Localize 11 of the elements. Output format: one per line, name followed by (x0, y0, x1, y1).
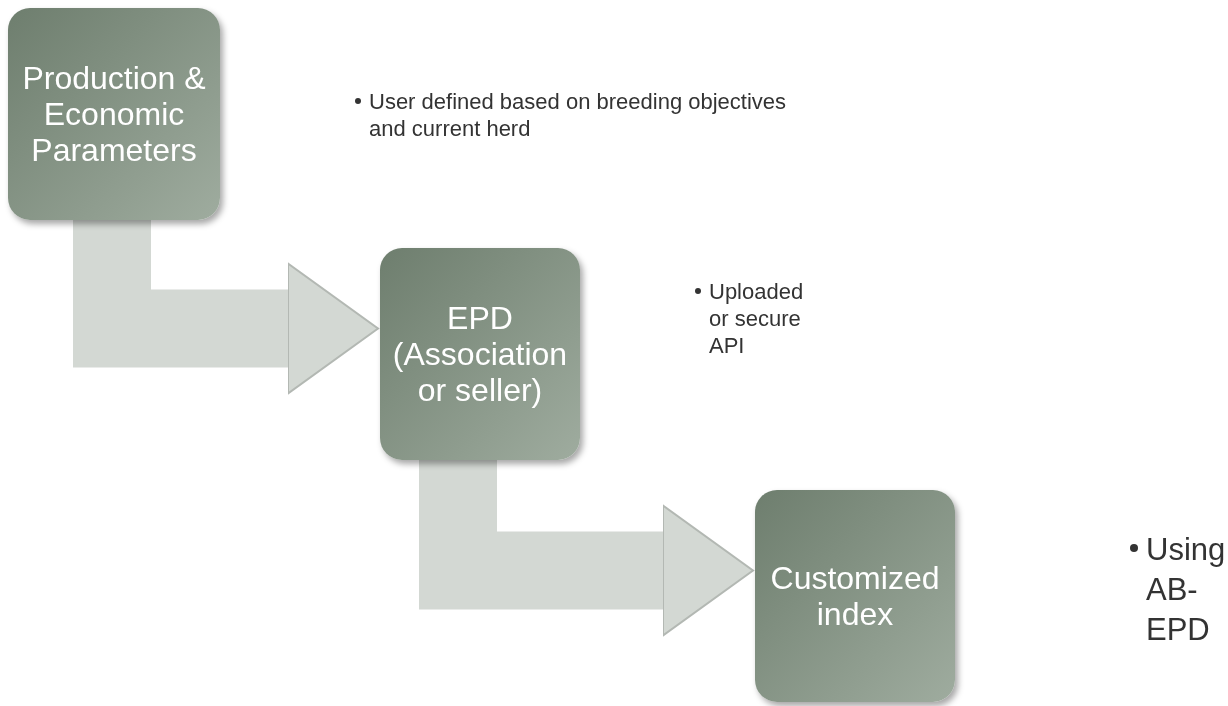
bullet-text: Using AB-EPD (1146, 531, 1227, 649)
process-box (8, 8, 220, 220)
box-label: Customized index (769, 560, 941, 632)
process-box (380, 248, 580, 460)
box-label: EPD (Association or seller) (391, 300, 569, 408)
bent-arrow (419, 460, 754, 637)
box-label: Production & Economic Parameters (21, 60, 207, 168)
bent-arrow (73, 220, 379, 395)
bullet-text: User defined based on breeding objectives and current herd (369, 88, 788, 142)
process-box (755, 490, 955, 702)
bullet-text: Uploaded or secure API (709, 278, 805, 359)
